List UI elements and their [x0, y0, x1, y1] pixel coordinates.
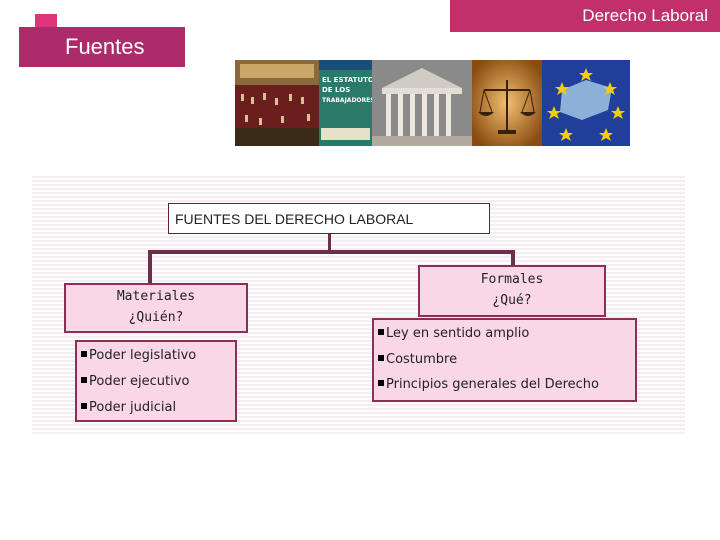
root-node-label: FUENTES DEL DERECHO LABORAL: [175, 210, 414, 227]
list-item-text: Poder judicial: [89, 400, 177, 415]
materiales-question: ¿Quién?: [128, 310, 184, 325]
horizontal-connector: [148, 250, 515, 254]
congress-building-photo: [372, 60, 472, 146]
list-item-text: Poder legislativo: [89, 348, 197, 363]
list-item-text: Costumbre: [386, 352, 458, 367]
formales-label: Formales: [480, 272, 544, 287]
bullet-icon: [378, 380, 384, 386]
course-title: Derecho Laboral: [582, 6, 708, 25]
list-item-text: Poder ejecutivo: [89, 374, 190, 389]
list-item: Ley en sentido amplio: [378, 326, 529, 341]
bullet-icon: [81, 377, 87, 383]
formales-list: Ley en sentido amplio Costumbre Principi…: [372, 318, 637, 402]
bullet-icon: [378, 355, 384, 361]
eu-flag-photo: [542, 60, 630, 146]
slide-title: Fuentes: [65, 34, 145, 59]
list-item: Poder legislativo: [81, 348, 196, 363]
course-title-tag: Derecho Laboral: [450, 0, 720, 32]
root-node: FUENTES DEL DERECHO LABORAL: [168, 203, 490, 234]
list-item: Costumbre: [378, 352, 457, 367]
materiales-list: Poder legislativo Poder ejecutivo Poder …: [75, 340, 237, 422]
left-branch-connector: [148, 250, 152, 284]
materiales-label: Materiales: [116, 289, 196, 304]
parliament-chamber-photo: [235, 60, 319, 146]
list-item-text: Ley en sentido amplio: [386, 326, 530, 341]
root-stem-connector: [328, 234, 331, 252]
formales-question: ¿Qué?: [492, 293, 532, 308]
scales-of-justice-photo: [472, 60, 542, 146]
list-item: Principios generales del Derecho: [378, 377, 599, 392]
list-item: Poder judicial: [81, 400, 176, 415]
materiales-node: Materiales ¿Quién?: [64, 283, 248, 333]
slide-title-box: Fuentes: [19, 27, 185, 67]
formales-node: Formales ¿Qué?: [418, 265, 606, 317]
right-branch-connector: [511, 250, 515, 266]
list-item-text: Principios generales del Derecho: [386, 377, 600, 392]
svg-text:EL ESTATUTO: EL ESTATUTO: [322, 76, 372, 84]
bullet-icon: [81, 403, 87, 409]
statute-book-photo: EL ESTATUTO DE LOS TRABAJADORES: [319, 60, 372, 146]
photo-strip: EL ESTATUTO DE LOS TRABAJADORES: [235, 60, 630, 146]
bullet-icon: [81, 351, 87, 357]
bullet-icon: [378, 329, 384, 335]
list-item: Poder ejecutivo: [81, 374, 189, 389]
svg-text:TRABAJADORES: TRABAJADORES: [322, 97, 372, 104]
svg-text:DE LOS: DE LOS: [322, 86, 350, 94]
